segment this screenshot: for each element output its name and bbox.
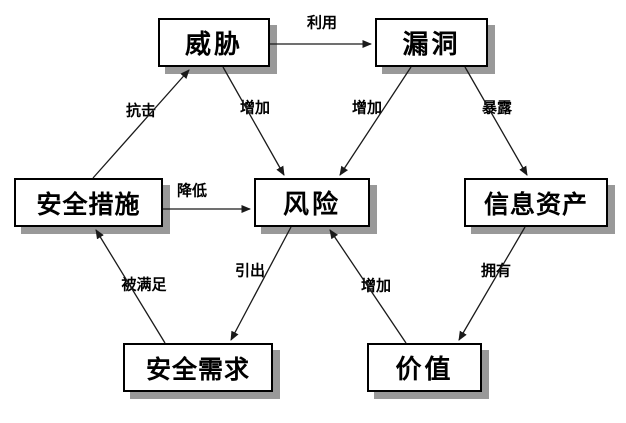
node-security-measures: 安全措施 bbox=[14, 178, 163, 227]
node-security-requirements: 安全需求 bbox=[123, 343, 273, 392]
edge-label-reduce: 降低 bbox=[176, 182, 208, 200]
edge-label-own: 拥有 bbox=[480, 262, 512, 280]
node-value: 价值 bbox=[367, 343, 482, 392]
edge-increase-vulnerability-arrow bbox=[339, 66, 412, 176]
edge-increase-threat-arrow bbox=[222, 66, 285, 176]
edge-own-arrow bbox=[458, 226, 526, 341]
edge-label-lead-to: 引出 bbox=[234, 262, 266, 280]
edge-lead-to-arrow bbox=[230, 226, 292, 341]
edge-label-expose: 暴露 bbox=[481, 99, 513, 117]
edge-label-increase-value: 增加 bbox=[360, 277, 392, 295]
edge-label-satisfied: 被满足 bbox=[121, 276, 167, 294]
node-risk: 风险 bbox=[254, 178, 370, 227]
edge-expose-arrow bbox=[464, 66, 528, 176]
node-information-assets: 信息资产 bbox=[464, 178, 608, 227]
edge-label-resist: 抗击 bbox=[125, 102, 157, 120]
node-threat: 威胁 bbox=[158, 18, 270, 67]
edge-label-increase-threat: 增加 bbox=[239, 99, 271, 117]
edge-label-exploit: 利用 bbox=[306, 14, 338, 32]
node-vulnerability: 漏洞 bbox=[375, 18, 488, 67]
edge-resist-arrow bbox=[92, 69, 190, 179]
edge-label-increase-vulnerability: 增加 bbox=[351, 99, 383, 117]
